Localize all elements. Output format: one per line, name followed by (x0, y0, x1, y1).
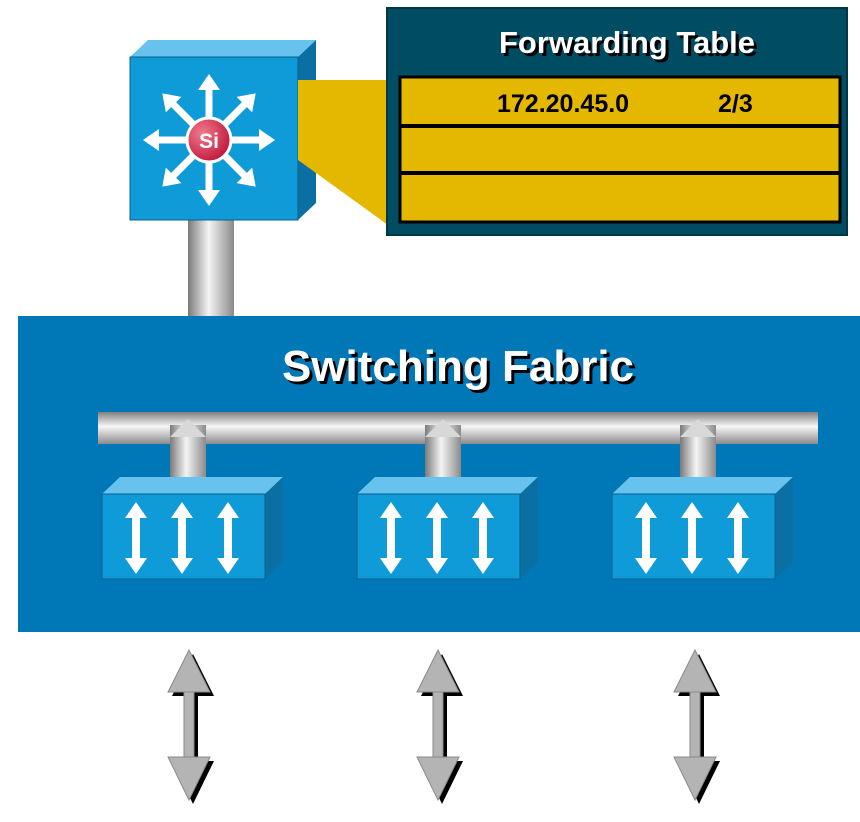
table-callout (298, 80, 388, 225)
si-badge-label: Si (199, 130, 219, 153)
switching-fabric-label: Switching Fabric (282, 342, 634, 391)
line-card-switch-icon (611, 419, 793, 580)
forwarding-table: Forwarding Table Forwarding Table 172.20… (386, 7, 848, 236)
bidirectional-arrow-icon (167, 648, 214, 804)
line-card-switch-icon (101, 419, 283, 580)
svg-text:Switching Fabric: Switching Fabric (285, 345, 637, 394)
forwarding-table-title: Forwarding Table (499, 25, 755, 60)
svg-text:Forwarding Table: Forwarding Table (502, 28, 758, 63)
table-row-port: 2/3 (718, 90, 753, 118)
router-uplink-pipe (188, 215, 234, 320)
bidirectional-arrow-icon (416, 648, 463, 804)
bidirectional-arrow-icon (673, 648, 720, 804)
table-row-prefix: 172.20.45.0 (497, 90, 629, 118)
layer3-switch-icon: Si (129, 40, 316, 221)
line-card-switch-icon (356, 419, 538, 580)
